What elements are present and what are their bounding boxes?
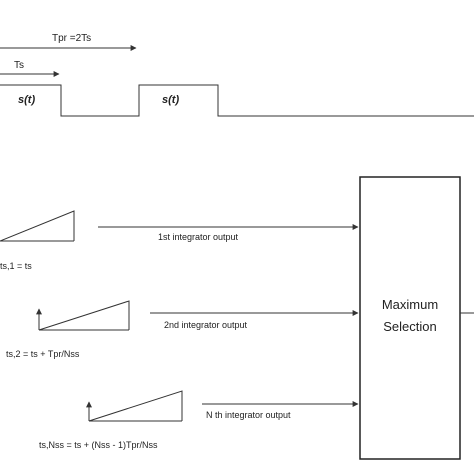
integrator-1: 1st integrator output ts,1 = ts [0, 210, 359, 271]
integrator-n: N th integrator output ts,Nss = ts + (Ns… [39, 390, 359, 450]
ts-label: Ts [14, 60, 24, 71]
maximum-selection-block: Maximum Selection [359, 176, 474, 460]
maximum-selection-box [359, 176, 461, 460]
integrator-n-time-label: ts,Nss = ts + (Nss - 1)Tpr/Nss [39, 440, 158, 450]
maximum-selection-line-2: Selection [383, 319, 436, 334]
integrator-2-ramp [38, 300, 130, 331]
integrator-2: 2nd integrator output ts,2 = ts + Tpr/Ns… [6, 300, 359, 359]
integrator-n-ramp [88, 390, 183, 422]
integrator-1-time-label: ts,1 = ts [0, 261, 32, 271]
integrator-1-output-label: 1st integrator output [158, 232, 239, 242]
signal-waveform [0, 84, 474, 117]
tpr-label: Tpr =2Ts [52, 33, 91, 44]
timing-section: Tpr =2Ts Ts s(t) s(t) [0, 33, 474, 117]
integrator-n-output-label: N th integrator output [206, 410, 291, 420]
integrator-1-ramp [0, 210, 75, 242]
maximum-selection-line-1: Maximum [382, 297, 438, 312]
integrator-2-time-label: ts,2 = ts + Tpr/Nss [6, 349, 80, 359]
pulse-2-label: s(t) [162, 94, 179, 106]
pulse-1-label: s(t) [18, 94, 35, 106]
integrator-2-output-label: 2nd integrator output [164, 320, 248, 330]
